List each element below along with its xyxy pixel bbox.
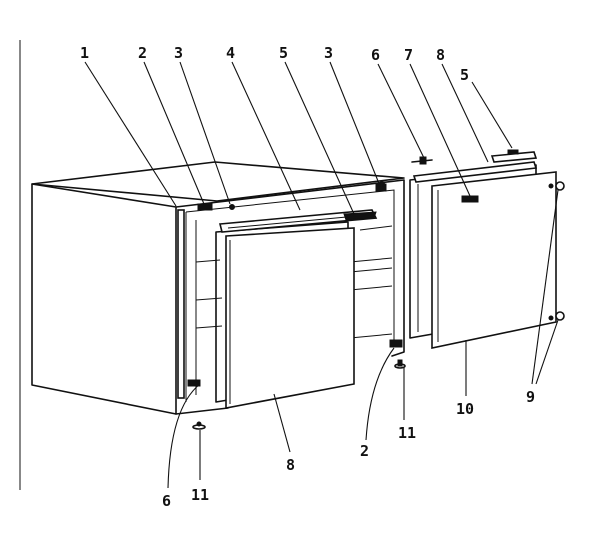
callout-1: 1 — [80, 44, 89, 62]
callout-9: 9 — [526, 388, 535, 406]
cabinet-side — [31, 183, 177, 415]
loose-fastener — [411, 156, 433, 165]
leader-lines — [84, 61, 559, 489]
hinge-pin — [229, 204, 235, 210]
callout-3: 3 — [324, 44, 333, 62]
bottom-hinge-right — [389, 339, 403, 348]
cabinet — [31, 161, 405, 415]
callout-8: 8 — [436, 46, 445, 64]
left-door-panel — [225, 227, 355, 409]
interior-shelf — [349, 257, 393, 263]
cabinet-top — [31, 161, 405, 202]
callout-4: 4 — [226, 44, 235, 62]
screw-right — [394, 359, 406, 369]
callout-11: 11 — [398, 424, 416, 442]
left-door — [215, 209, 378, 409]
callout-6: 6 — [371, 46, 380, 64]
loose-handle-part — [490, 151, 538, 163]
callout-2: 2 — [138, 44, 147, 62]
callout-labels: 1 2 3 4 5 3 6 7 8 5 9 10 11 2 8 6 11 — [80, 44, 535, 510]
callout-11: 11 — [191, 486, 209, 504]
handle-end-cap — [343, 211, 377, 221]
cabinet-front-frame — [175, 179, 405, 357]
callout-2: 2 — [360, 442, 369, 460]
top-hinge-left — [197, 203, 213, 211]
right-door-top-strip — [412, 161, 538, 183]
callout-8: 8 — [286, 456, 295, 474]
callout-5: 5 — [460, 66, 469, 84]
bottom-hinge-left — [187, 379, 201, 387]
callout-7: 7 — [404, 46, 413, 64]
right-door — [409, 161, 565, 349]
right-door-handle — [461, 195, 479, 203]
hinge-knob-lower — [555, 311, 565, 321]
hinge-knob-upper — [555, 181, 565, 191]
hinge-strip — [177, 209, 185, 399]
screw-left — [192, 421, 206, 430]
callout-5: 5 — [279, 44, 288, 62]
right-door-panel — [431, 171, 557, 349]
callout-3: 3 — [174, 44, 183, 62]
callout-10: 10 — [456, 400, 474, 418]
callout-6: 6 — [162, 492, 171, 510]
cabinet-opening — [185, 189, 395, 346]
